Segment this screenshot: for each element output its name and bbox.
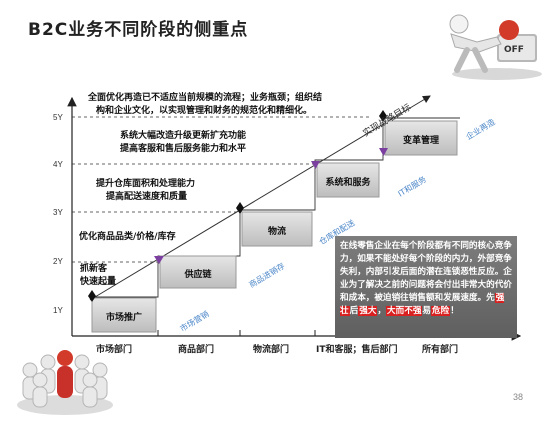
info-box-text: 在线零售企业在每个阶段都有不同的核心竞争力，如果不能处好每个阶段的内力，外部竞争… (340, 241, 512, 303)
x-category: 所有部门 (422, 345, 459, 355)
stage-box-marketing (91, 297, 157, 333)
stage-box-supply (159, 255, 237, 289)
annotation-year5: 全面优化再造已不适应当前规模的流程；业务瓶颈；组织结 构和企业文化，以实现管理和… (88, 93, 323, 116)
growth-arrow (89, 95, 431, 301)
stage-label: 变革管理 (402, 136, 439, 146)
people-group-illustration (17, 350, 113, 415)
x-category: 市场部门 (96, 345, 133, 355)
y-tick: 4Y (53, 160, 63, 169)
page-number: 38 (513, 392, 524, 402)
stage-label: 系统和服务 (325, 178, 371, 188)
y-tick: 2Y (53, 257, 63, 266)
off-switch-figure-illustration: OFF (449, 14, 542, 80)
annotation-year4: 系统大幅改造升级更新扩充功能 提高客服和售后服务能力和水平 (120, 131, 247, 154)
annotation-year2: 优化商品品类/价格/库存 (79, 232, 176, 242)
milestone-diamond (88, 290, 96, 302)
info-box: 在线零售企业在每个阶段都有不同的核心竞争力，如果不能处好每个阶段的内力，外部竞争… (335, 236, 517, 338)
stage-box-logistics (241, 211, 313, 247)
stage-label: 供应链 (184, 270, 212, 280)
x-category: 商品部门 (178, 345, 215, 355)
stage-box-systems (316, 162, 380, 198)
milestone-diamond (379, 110, 387, 122)
stage-label: 物流 (267, 227, 286, 237)
x-category: 物流部门 (253, 345, 290, 355)
milestone-diamond (236, 202, 244, 214)
y-tick: 1Y (53, 306, 63, 315)
purple-marker (311, 161, 320, 169)
y-tick: 3Y (53, 208, 63, 217)
svg-text:OFF: OFF (504, 45, 524, 55)
y-tick: 5Y (53, 113, 63, 122)
page-title: B2C业务不同阶段的侧重点 (28, 20, 249, 40)
annotation-year3: 提升仓库面积和处理能力 提高配送速度和质量 (96, 179, 196, 202)
annotation-year1: 抓新客 快速起量 (80, 264, 117, 287)
stage-box-change (384, 120, 458, 156)
stage-label: 市场推广 (105, 313, 142, 323)
x-category: IT和客服；售后部门 (316, 345, 398, 355)
purple-marker (154, 256, 164, 264)
purple-marker (379, 148, 388, 156)
